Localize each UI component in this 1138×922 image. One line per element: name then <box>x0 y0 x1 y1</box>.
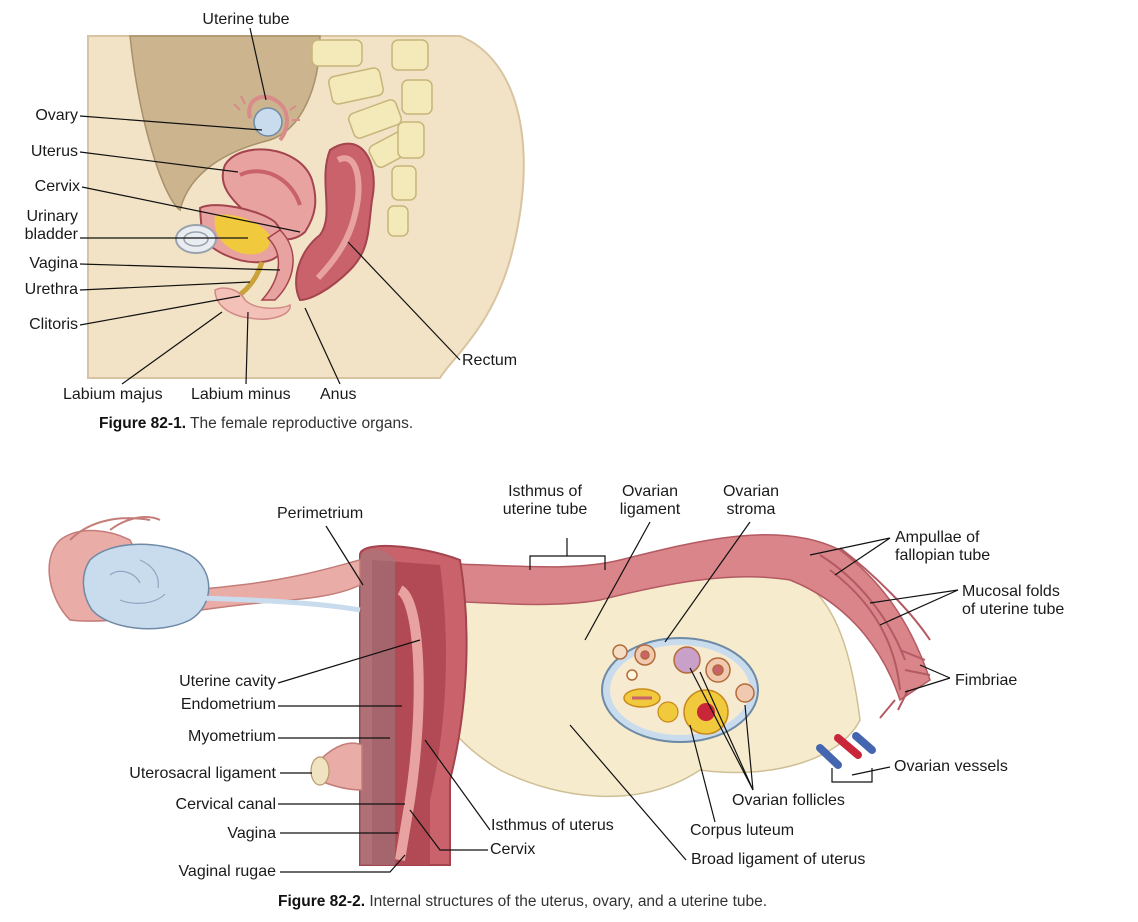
label-urinary-line2: bladder <box>24 226 78 243</box>
label-mucosal-line2: of uterine tube <box>962 601 1065 618</box>
uterine-tube <box>247 94 289 142</box>
label-fimbriae: Fimbriae <box>955 672 1018 689</box>
label-cervical-canal: Cervical canal <box>175 796 276 813</box>
label-corpus-luteum: Corpus luteum <box>690 822 795 839</box>
figure2-caption-text: Internal structures of the uterus, ovary… <box>369 893 768 910</box>
label-ovarian-stroma: Ovarian stroma <box>715 483 787 519</box>
uterosacral-ligament <box>317 742 363 791</box>
label-ovarian-stroma-line2: stroma <box>726 501 776 518</box>
figure1-caption-text: The female reproductive organs. <box>190 415 414 432</box>
label-labium-majus: Labium majus <box>63 386 163 403</box>
label-vagina-fig2: Vagina <box>227 825 276 842</box>
ovary <box>253 107 283 137</box>
uterine-cavity <box>395 585 424 861</box>
label-ovarian-stroma-line1: Ovarian <box>722 483 780 500</box>
label-ovarian-ligament: Ovarian ligament <box>612 483 688 519</box>
label-cervix: Cervix <box>34 178 80 195</box>
label-ovarian-ligament-line1: Ovarian <box>621 483 679 500</box>
label-perimetrium: Perimetrium <box>277 505 364 522</box>
label-urinary-line1: Urinary <box>26 208 78 225</box>
label-mucosal-line1: Mucosal folds <box>962 583 1060 600</box>
label-ovarian-ligament-line2: ligament <box>619 501 681 518</box>
label-uterus: Uterus <box>30 143 78 160</box>
label-cervix-fig2: Cervix <box>490 841 536 858</box>
label-isthmus-tube-line2: uterine tube <box>502 501 588 518</box>
ovarian-vein <box>816 744 842 769</box>
left-ovary <box>82 543 210 630</box>
label-mucosal-folds: Mucosal folds of uterine tube <box>962 583 1064 619</box>
label-vaginal-rugae: Vaginal rugae <box>178 863 276 880</box>
spine <box>311 39 433 237</box>
label-isthmus-tube-line1: Isthmus of <box>508 483 582 500</box>
label-anus: Anus <box>320 386 357 403</box>
ovarian-follicles <box>612 644 755 703</box>
label-ampullae-line1: Ampullae of <box>895 529 980 546</box>
left-ovarian-ligament <box>199 595 361 613</box>
label-endometrium: Endometrium <box>180 696 276 713</box>
figure1-caption: Figure 82-1. The female reproductive org… <box>99 415 413 433</box>
label-vagina-fig1: Vagina <box>29 255 78 272</box>
ovarian-artery <box>834 734 862 759</box>
figure2-caption-number: Figure 82-2. <box>278 893 365 910</box>
external-genitalia <box>214 287 291 320</box>
label-ampullae-line2: fallopian tube <box>895 547 991 564</box>
label-isthmus-tube: Isthmus of uterine tube <box>495 483 595 519</box>
label-labium-minus: Labium minus <box>191 386 291 403</box>
label-ovary: Ovary <box>35 107 78 124</box>
figure1-caption-number: Figure 82-1. <box>99 415 186 432</box>
label-rectum: Rectum <box>462 352 518 369</box>
label-uterine-tube: Uterine tube <box>202 11 290 28</box>
label-uterosacral-ligament: Uterosacral ligament <box>129 765 276 782</box>
label-uterine-cavity: Uterine cavity <box>179 673 276 690</box>
figure2-caption: Figure 82-2. Internal structures of the … <box>278 893 767 911</box>
label-urethra: Urethra <box>24 281 78 298</box>
label-clitoris: Clitoris <box>29 316 78 333</box>
label-myometrium: Myometrium <box>187 728 276 745</box>
abdominal-cavity <box>129 35 321 212</box>
label-ovarian-follicles: Ovarian follicles <box>732 792 845 809</box>
label-isthmus-uterus: Isthmus of uterus <box>491 817 614 834</box>
vagina <box>260 229 294 301</box>
rectum <box>295 142 375 302</box>
label-ampullae: Ampullae of fallopian tube <box>895 529 990 565</box>
pubic-bone <box>175 224 217 254</box>
label-broad-ligament: Broad ligament of uterus <box>691 851 866 868</box>
label-urinary-bladder: Urinary bladder <box>10 208 78 244</box>
label-ovarian-vessels: Ovarian vessels <box>894 758 1008 775</box>
right-uterine-tube <box>399 533 931 702</box>
